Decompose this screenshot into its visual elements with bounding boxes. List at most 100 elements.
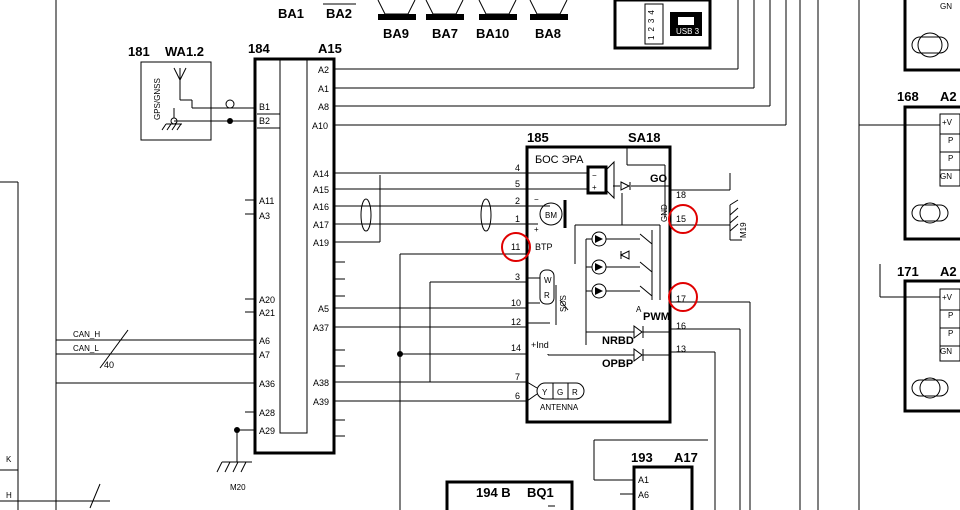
led-icon	[633, 348, 643, 362]
svg-text:GN: GN	[940, 347, 952, 356]
bq1-ref: BQ1	[527, 485, 554, 500]
can-h-label: CAN_H	[73, 330, 100, 339]
internal-circuit: GND A	[574, 147, 670, 314]
pin-label: A6	[259, 336, 270, 346]
pin-label: A19	[313, 238, 329, 248]
usb-pin-frame	[644, 3, 664, 45]
svg-text:A: A	[636, 305, 642, 314]
svg-text:P: P	[948, 311, 953, 320]
speaker-group	[377, 0, 568, 20]
pin-label: A10	[312, 121, 328, 131]
motor-icon	[919, 202, 941, 224]
pin-label: 17	[676, 294, 686, 304]
motor-icon	[917, 32, 943, 58]
internal-speaker-icon: − +	[527, 160, 615, 200]
sa18-pins-right: 18 15 17 16 13	[676, 190, 686, 354]
svg-text:SOS: SOS	[559, 295, 568, 312]
gnss-antenna-connector: Y G R ANTENNA	[526, 381, 585, 412]
btr-label: BTP	[535, 242, 553, 252]
usb-label: USB 3	[676, 27, 700, 36]
svg-text:GN: GN	[940, 2, 952, 11]
speaker-icon	[529, 0, 568, 15]
svg-text:−: −	[534, 195, 539, 204]
svg-text:P: P	[948, 136, 953, 145]
microphone-icon: BM − +	[527, 195, 567, 234]
a15-num: 184	[248, 41, 270, 56]
nrbd-opbp: NRBD OPBP	[547, 310, 670, 370]
pin-label: 1	[515, 214, 520, 224]
right-block-top: GN	[903, 0, 960, 72]
pin-label: A17	[313, 220, 329, 230]
pin-label: 12	[511, 317, 521, 327]
pin-label: 5	[515, 179, 520, 189]
highlight-circle-pin-17	[668, 282, 698, 312]
pin-label: A39	[313, 397, 329, 407]
pin-label: 18	[676, 190, 686, 200]
right-block-168: 168 A2 +V P P GN	[859, 89, 960, 241]
pin-label: A16	[313, 202, 329, 212]
pin-label: 7	[515, 372, 520, 382]
a17-num: 193	[631, 450, 653, 465]
a15-wires	[334, 68, 786, 510]
sa18-num: 185	[527, 130, 549, 145]
svg-text:+: +	[592, 183, 597, 192]
pin-label: A1	[318, 84, 329, 94]
pin-label: A15	[313, 185, 329, 195]
pin-label: A6	[638, 490, 649, 500]
pin-label: 10	[511, 298, 521, 308]
twisted-pair-icon	[360, 198, 372, 232]
svg-text:Y: Y	[542, 388, 548, 397]
speaker-icon	[377, 0, 416, 15]
svg-text:G: G	[557, 388, 563, 397]
pin-label: A14	[313, 169, 329, 179]
svg-text:168: 168	[897, 89, 919, 104]
a15-left-pins: B1 B2 A11 A3 A20 A21 A6 A7 A36 A28 A29	[245, 102, 280, 436]
can-l-label: CAN_L	[73, 344, 99, 353]
pin-label: B2	[259, 116, 270, 126]
a15-ref: A15	[318, 41, 342, 56]
svg-text:R: R	[572, 388, 578, 397]
pin-label: A1	[638, 475, 649, 485]
left-h-label: H	[6, 491, 12, 500]
wa-ref: WA1.2	[165, 44, 204, 59]
pin-label: A5	[318, 304, 329, 314]
svg-text:171: 171	[897, 264, 919, 279]
pin-label: 15	[676, 214, 686, 224]
wa-num: 181	[128, 44, 150, 59]
sa18-frame	[525, 145, 672, 424]
pin-label: B1	[259, 102, 270, 112]
pin-label: A7	[259, 350, 270, 360]
wa-type: GPS/GNSS	[153, 78, 162, 120]
left-k-label: K	[6, 455, 12, 464]
opbp-label: OPBP	[602, 358, 633, 370]
ba1-label: BA1	[278, 6, 304, 21]
pin-label: A2	[318, 65, 329, 75]
svg-text:+: +	[534, 225, 539, 234]
can-bus: CAN_H CAN_L 40	[56, 329, 255, 370]
ba9-label: BA9	[383, 26, 409, 41]
wa-frame	[140, 61, 212, 141]
svg-text:GN: GN	[940, 172, 952, 181]
ba7-label: BA7	[432, 26, 458, 41]
usb-pins: 1234	[647, 10, 656, 40]
sa18-title: БОС ЭРА	[535, 154, 584, 166]
highlight-circle-pin-15	[668, 204, 698, 234]
m20-label: M20	[230, 483, 246, 492]
bq1-frame	[445, 480, 574, 510]
speaker-icon	[425, 0, 464, 15]
svg-text:W: W	[544, 276, 552, 285]
pin-label: A36	[259, 379, 275, 389]
a15-right-pins: A2 A1 A8 A10 A14 A15 A16 A17 A19 A5 A37 …	[312, 65, 345, 437]
pin-label: A11	[259, 196, 274, 206]
highlight-circle-pin-11	[501, 232, 531, 262]
speaker-base	[426, 14, 464, 20]
pin-label: A28	[259, 408, 275, 418]
junction-dot	[227, 118, 233, 124]
a17-frame	[632, 465, 694, 510]
wire	[89, 483, 101, 509]
sos-button: W R SOS	[527, 269, 569, 325]
shield-icon	[225, 99, 235, 109]
pin-label: A20	[259, 295, 275, 305]
ba8-label: BA8	[535, 26, 561, 41]
pin-label: A38	[313, 378, 329, 388]
